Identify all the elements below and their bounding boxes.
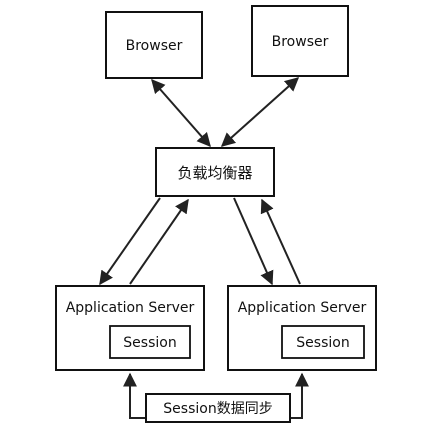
session-box-right — [281, 325, 365, 359]
browser-node-left: Browser — [105, 11, 203, 79]
app-server-title-right: Application Server — [238, 300, 367, 316]
session-sync-label-box: Session数据同步 — [145, 393, 291, 423]
app-server-left: Application Server Session — [55, 285, 205, 371]
arrow-server-right-to-lb — [260, 198, 301, 285]
arrow-lb-to-server-left — [99, 197, 161, 286]
browser-node-right: Browser — [251, 5, 349, 77]
arrow-browser-right-lb — [220, 77, 300, 147]
browser-label-right: Browser — [272, 34, 329, 50]
load-balancer-node: 负载均衡器 — [155, 147, 275, 197]
arrow-lb-to-server-right — [233, 197, 274, 286]
load-balancer-label: 负载均衡器 — [177, 164, 252, 182]
session-label-left: Session — [123, 335, 176, 351]
browser-label-left: Browser — [126, 38, 183, 54]
session-box-left — [109, 325, 191, 359]
arrow-browser-left-lb — [151, 78, 211, 148]
session-label-right: Session — [296, 335, 349, 351]
arrow-server-left-to-lb — [129, 198, 189, 285]
session-sync-label: Session数据同步 — [163, 401, 272, 417]
app-server-title-left: Application Server — [66, 300, 195, 316]
app-server-right: Application Server Session — [227, 285, 377, 371]
